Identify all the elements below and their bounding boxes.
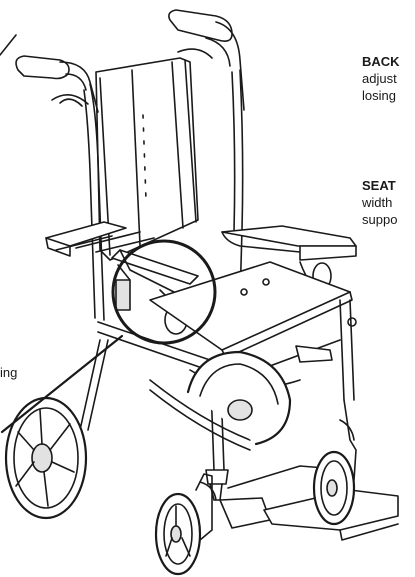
callout-circle [111, 239, 217, 345]
label-fragment-left: ing [0, 365, 18, 380]
label-backrest-heading: BACK [362, 54, 400, 69]
label-backrest-line1: adjust [362, 71, 397, 86]
label-seat-heading: SEAT [362, 178, 396, 193]
front-caster-right [312, 399, 357, 526]
front-caster-left [154, 473, 217, 576]
push-handles [15, 9, 245, 321]
label-seat-line2: suppo [362, 212, 398, 227]
label-backrest-line2: losing [362, 88, 396, 103]
label-seat-line1: width [362, 195, 393, 210]
label-seat: SEAT width suppo [362, 177, 397, 228]
leader-line-callout [0, 334, 124, 434]
rear-left-wheel [4, 396, 88, 520]
rear-right-wheel [186, 350, 292, 446]
label-backrest: BACK adjust losing [362, 53, 400, 104]
footrest [219, 465, 399, 541]
leader-line-top [0, 34, 17, 56]
backrest [95, 57, 199, 261]
